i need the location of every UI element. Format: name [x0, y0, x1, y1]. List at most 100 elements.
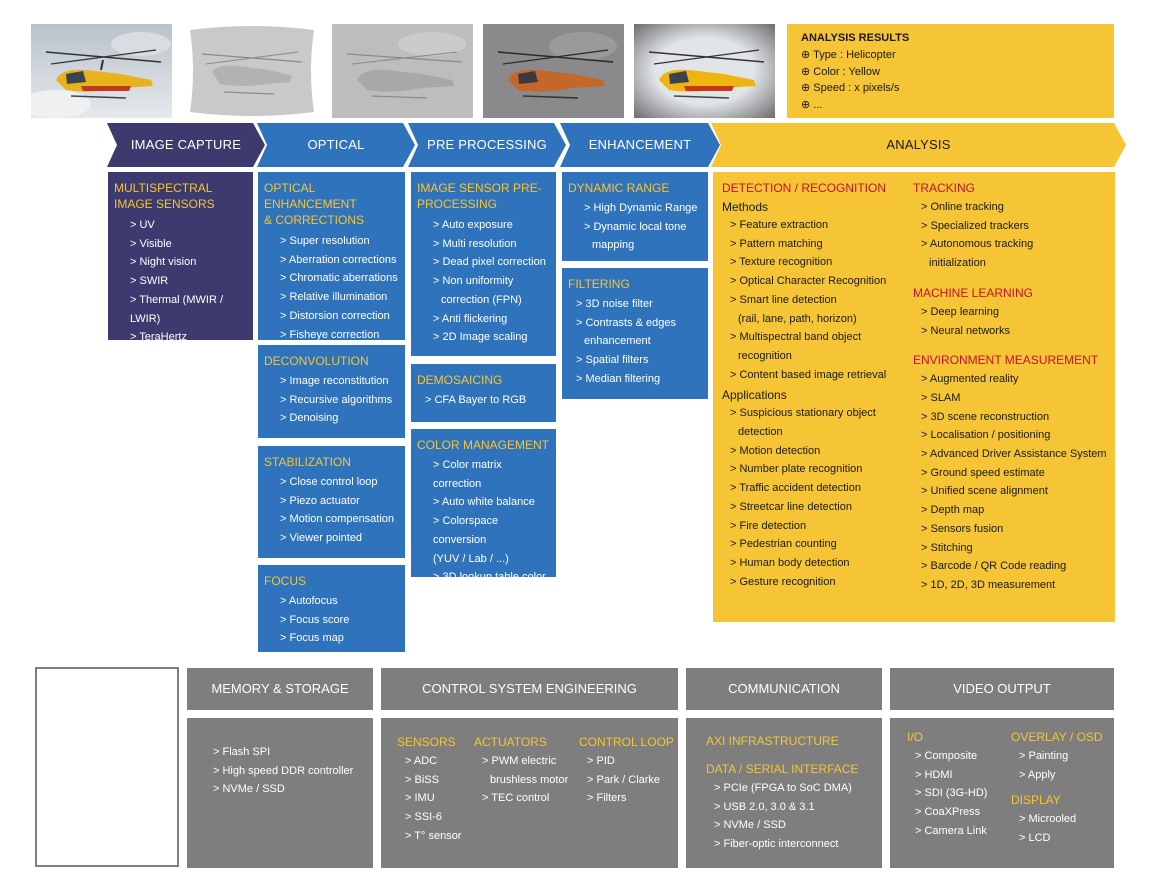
list-item: > Piezo actuator: [280, 494, 360, 507]
color-management-box: COLOR MANAGEMENT > Color matrix correcti…: [411, 429, 556, 602]
list-item: > Viewer pointed: [280, 532, 363, 545]
actuators-column: ACTUATORS > PWM electric brushless motor…: [474, 734, 568, 808]
list-item: > Content based image retrieval: [730, 368, 887, 381]
optical-enhancement-box: OPTICAL ENHANCEMENT& CORRECTIONS > Super…: [258, 172, 405, 341]
list-item-continuation: correction (FPN): [441, 293, 522, 306]
section-heading: STABILIZATION: [264, 455, 351, 469]
list-item: > CoaXPress: [915, 806, 981, 819]
stage-image-capture: IMAGE CAPTURE: [107, 123, 265, 167]
list-item: > NVMe / SSD: [213, 783, 285, 796]
list-item: > ADC: [405, 755, 438, 767]
section-heading: FOCUS: [264, 574, 306, 588]
list-item-continuation: recognition: [738, 349, 792, 362]
control-system-box: SENSORS > ADC > BiSS > IMU > SSI-6 > T° …: [381, 718, 678, 868]
stage-enhancement: ENHANCEMENT: [560, 123, 720, 167]
list-item: > Streetcar line detection: [730, 500, 852, 513]
list-item: > Color matrix correction: [433, 459, 502, 490]
list-item: > Dead pixel correction: [433, 256, 546, 269]
list-item: > Visible: [130, 237, 172, 250]
list-item: > Spatial filters: [576, 354, 649, 367]
list-item: > Auto exposure: [433, 219, 513, 231]
list-item: > Sensors fusion: [921, 522, 1004, 535]
stage-label: ENHANCEMENT: [588, 137, 692, 152]
list-item: > Flash SPI: [213, 746, 271, 758]
list-item-continuation: enhancement: [584, 335, 651, 348]
list-item: > Specialized trackers: [921, 219, 1029, 232]
section-heading: CONTROL LOOP: [579, 735, 674, 749]
section-heading: MACHINE LEARNING: [913, 285, 1034, 300]
control-loop-column: CONTROL LOOP > PID > Park / Clarke > Fil…: [579, 734, 674, 808]
list-item: > Smart line detection: [730, 293, 837, 306]
analysis-result-row: ⊕ Color : Yellow: [801, 65, 880, 78]
stage-pre-processing: PRE PROCESSING: [408, 123, 566, 167]
list-item: > Unified scene alignment: [921, 485, 1048, 498]
list-item: > 3D noise filter: [576, 298, 653, 310]
communication-box: AXI INFRASTRUCTURE DATA / SERIAL INTERFA…: [686, 718, 882, 868]
helicopter-image-optical: [182, 24, 322, 118]
list-item: > Apply: [1019, 768, 1056, 781]
section-heading: DECONVOLUTION: [264, 354, 369, 368]
helicopter-image-final: [634, 24, 775, 118]
list-item: > Super resolution: [280, 235, 370, 247]
list-item-continuation: initialization: [929, 257, 986, 270]
list-item: > Multi resolution: [433, 237, 517, 250]
helicopter-image-preprocessing: [332, 24, 473, 118]
section-heading: ACTUATORS: [474, 735, 547, 749]
analysis-results-panel: ANALYSIS RESULTS ⊕ Type : Helicopter ⊕ C…: [787, 24, 1114, 118]
list-item: > Dynamic local tone: [584, 220, 687, 233]
memory-storage-box: > Flash SPI > High speed DDR controller …: [187, 718, 373, 868]
list-item: > PWM electric: [482, 755, 557, 767]
section-heading: DEMOSAICING: [417, 373, 503, 387]
list-item: > High Dynamic Range: [584, 202, 698, 214]
list-item: > BiSS: [405, 773, 439, 786]
communication-column: AXI INFRASTRUCTURE DATA / SERIAL INTERFA…: [706, 733, 858, 854]
control-system-header: CONTROL SYSTEM ENGINEERING: [381, 668, 678, 710]
memory-storage-header: MEMORY & STORAGE: [187, 668, 373, 710]
list-item: > Close control loop: [280, 476, 378, 488]
section-heading: SENSORS: [397, 735, 456, 749]
list-item: > SWIR: [130, 275, 169, 288]
list-item: > 2D Image scaling: [433, 331, 528, 344]
list-item: > PID: [587, 755, 615, 767]
video-output-box: I/O > Composite > HDMI > SDI (3G-HD) > C…: [890, 718, 1114, 868]
stage-optical: OPTICAL: [257, 123, 415, 167]
list-item: > Non uniformity: [433, 275, 514, 288]
list-item: > Recursive algorithms: [280, 393, 393, 406]
list-item: > Number plate recognition: [730, 463, 863, 476]
list-item: > IMU: [405, 792, 435, 805]
list-item: > SLAM: [921, 391, 961, 404]
list-item: > High speed DDR controller: [213, 764, 354, 777]
list-item: > Park / Clarke: [587, 773, 661, 786]
stabilization-box: STABILIZATION > Close control loop > Pie…: [258, 446, 405, 558]
list-item: > Depth map: [921, 504, 985, 517]
list-item: > Online tracking: [921, 201, 1004, 213]
list-item: > Camera Link: [915, 824, 987, 837]
stage-analysis: ANALYSIS: [711, 123, 1126, 167]
list-item: > Neural networks: [921, 324, 1010, 337]
list-item: > Suspicious stationary object: [730, 407, 876, 420]
list-item: > Augmented reality: [921, 373, 1019, 386]
list-item: > NVMe / SSD: [714, 819, 786, 832]
subheading: Applications: [722, 388, 787, 403]
io-column: I/O > Composite > HDMI > SDI (3G-HD) > C…: [907, 729, 987, 841]
list-item-continuation: brushless motor: [490, 773, 569, 786]
analysis-results-title: ANALYSIS RESULTS: [801, 32, 910, 44]
list-item-continuation: mapping: [592, 239, 635, 252]
list-item: > Focus score: [280, 613, 350, 626]
list-item: > T° sensor: [405, 829, 462, 842]
subheading: Methods: [722, 200, 769, 214]
section-heading: DISPLAY: [1011, 793, 1061, 808]
video-output-header: VIDEO OUTPUT: [890, 668, 1114, 710]
list-item: > Anti flickering: [433, 312, 508, 325]
list-item: > Thermal (MWIR / LWIR): [130, 293, 224, 325]
list-item-continuation: detection: [738, 426, 783, 439]
list-item: > Fisheye correction: [280, 328, 380, 341]
blank-frame: [35, 667, 179, 867]
list-item-continuation: (rail, lane, path, horizon): [738, 312, 857, 325]
list-item: > Painting: [1019, 750, 1069, 762]
demosaicing-box: DEMOSAICING > CFA Bayer to RGB: [411, 364, 556, 422]
list-item: > Autofocus: [280, 595, 338, 607]
list-item: > Advanced Driver Assistance System: [921, 448, 1107, 461]
stage-label: ANALYSIS: [886, 137, 951, 152]
list-item: > Filters: [587, 792, 627, 805]
